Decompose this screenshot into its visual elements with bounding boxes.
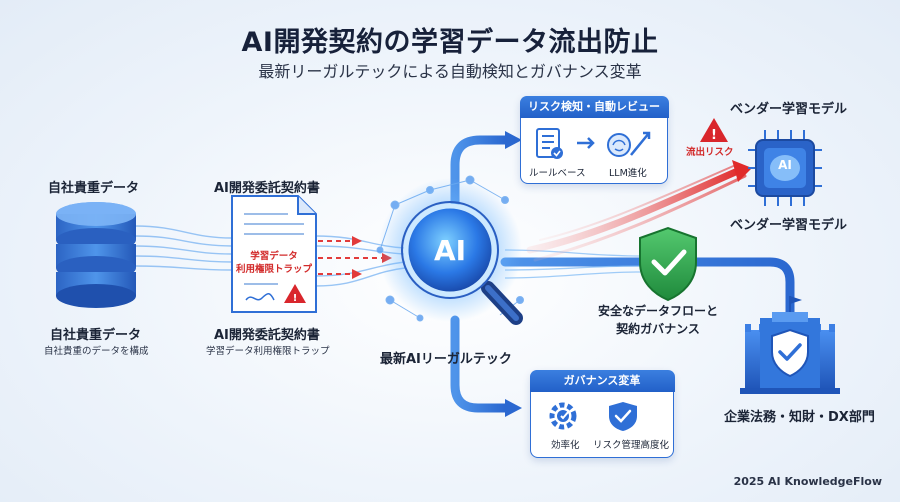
vendor-chip-text: AI: [778, 158, 792, 172]
ai-magnifier: [378, 178, 523, 325]
ai-core-text: AI: [433, 234, 467, 267]
leak-dashed-arrows: [318, 240, 382, 275]
risk-card-icons: [536, 128, 651, 159]
contract-caption-sub: 学習データ利用権限トラップ: [206, 346, 330, 357]
ai-legaltech-caption: 最新AIリーガルテック: [380, 352, 512, 367]
flow-pipes: [450, 135, 795, 413]
vendor-label-top: ベンダー学習モデル: [730, 102, 848, 117]
checklist-icon: [536, 128, 563, 159]
warning-triangle-icon: [700, 118, 728, 142]
efficiency-caption: 効率化: [551, 440, 580, 451]
governance-card-title: ガバナンス変革: [529, 369, 675, 392]
vendor-chip-icon: [748, 130, 822, 206]
data-caption-title: 自社貴重データ: [50, 328, 142, 343]
enterprise-caption: 企業法務・知財・DX部門: [724, 410, 875, 425]
shield-check-icon: [609, 402, 637, 431]
data-caption-sub: 自社貴重のデータを構成: [44, 346, 149, 357]
contract-label-top: AI開発委託契約書: [214, 181, 320, 196]
data-label-top: 自社貴重データ: [48, 181, 140, 196]
enterprise-castle-icon: [740, 296, 840, 394]
llm-evolution-caption: LLM進化: [609, 168, 647, 179]
contract-caption-title: AI開発委託契約書: [214, 328, 320, 343]
risk-management-caption: リスク管理高度化: [593, 440, 670, 451]
contract-document-icon: !: [231, 195, 317, 313]
governance-card: ガバナンス変革 効率化 リスク管理高度化: [529, 369, 675, 458]
green-shield-icon: [639, 226, 697, 302]
svg-text:!: !: [293, 293, 298, 304]
gear-icon: [549, 402, 577, 430]
contract-trap-text: 学習データ 利用権限トラップ: [236, 251, 313, 275]
vendor-label-bottom: ベンダー学習モデル: [730, 218, 848, 233]
governance-card-icons: [549, 402, 637, 431]
page-subtitle: 最新リーガルテックによる自動検知とガバナンス変革: [258, 62, 642, 81]
risk-card-title: リスク検知・自動レビュー: [519, 95, 669, 118]
safe-flow-caption: 安全なデータフローと 契約ガバナンス: [598, 304, 719, 336]
svg-text:!: !: [711, 128, 717, 143]
page-title: AI開発契約の学習データ流出防止: [241, 27, 659, 58]
leak-flow: [526, 163, 747, 262]
arrow-right-icon: [577, 137, 595, 149]
risk-review-card: リスク検知・自動レビュー ルールベース LLM進化: [519, 95, 669, 184]
database-icon: [56, 202, 136, 308]
rule-based-caption: ルールベース: [529, 168, 586, 179]
leak-risk-label: 流出リスク: [686, 147, 734, 158]
footer-credit: 2025 AI KnowledgeFlow: [733, 475, 882, 488]
brain-growth-icon: [607, 131, 651, 157]
